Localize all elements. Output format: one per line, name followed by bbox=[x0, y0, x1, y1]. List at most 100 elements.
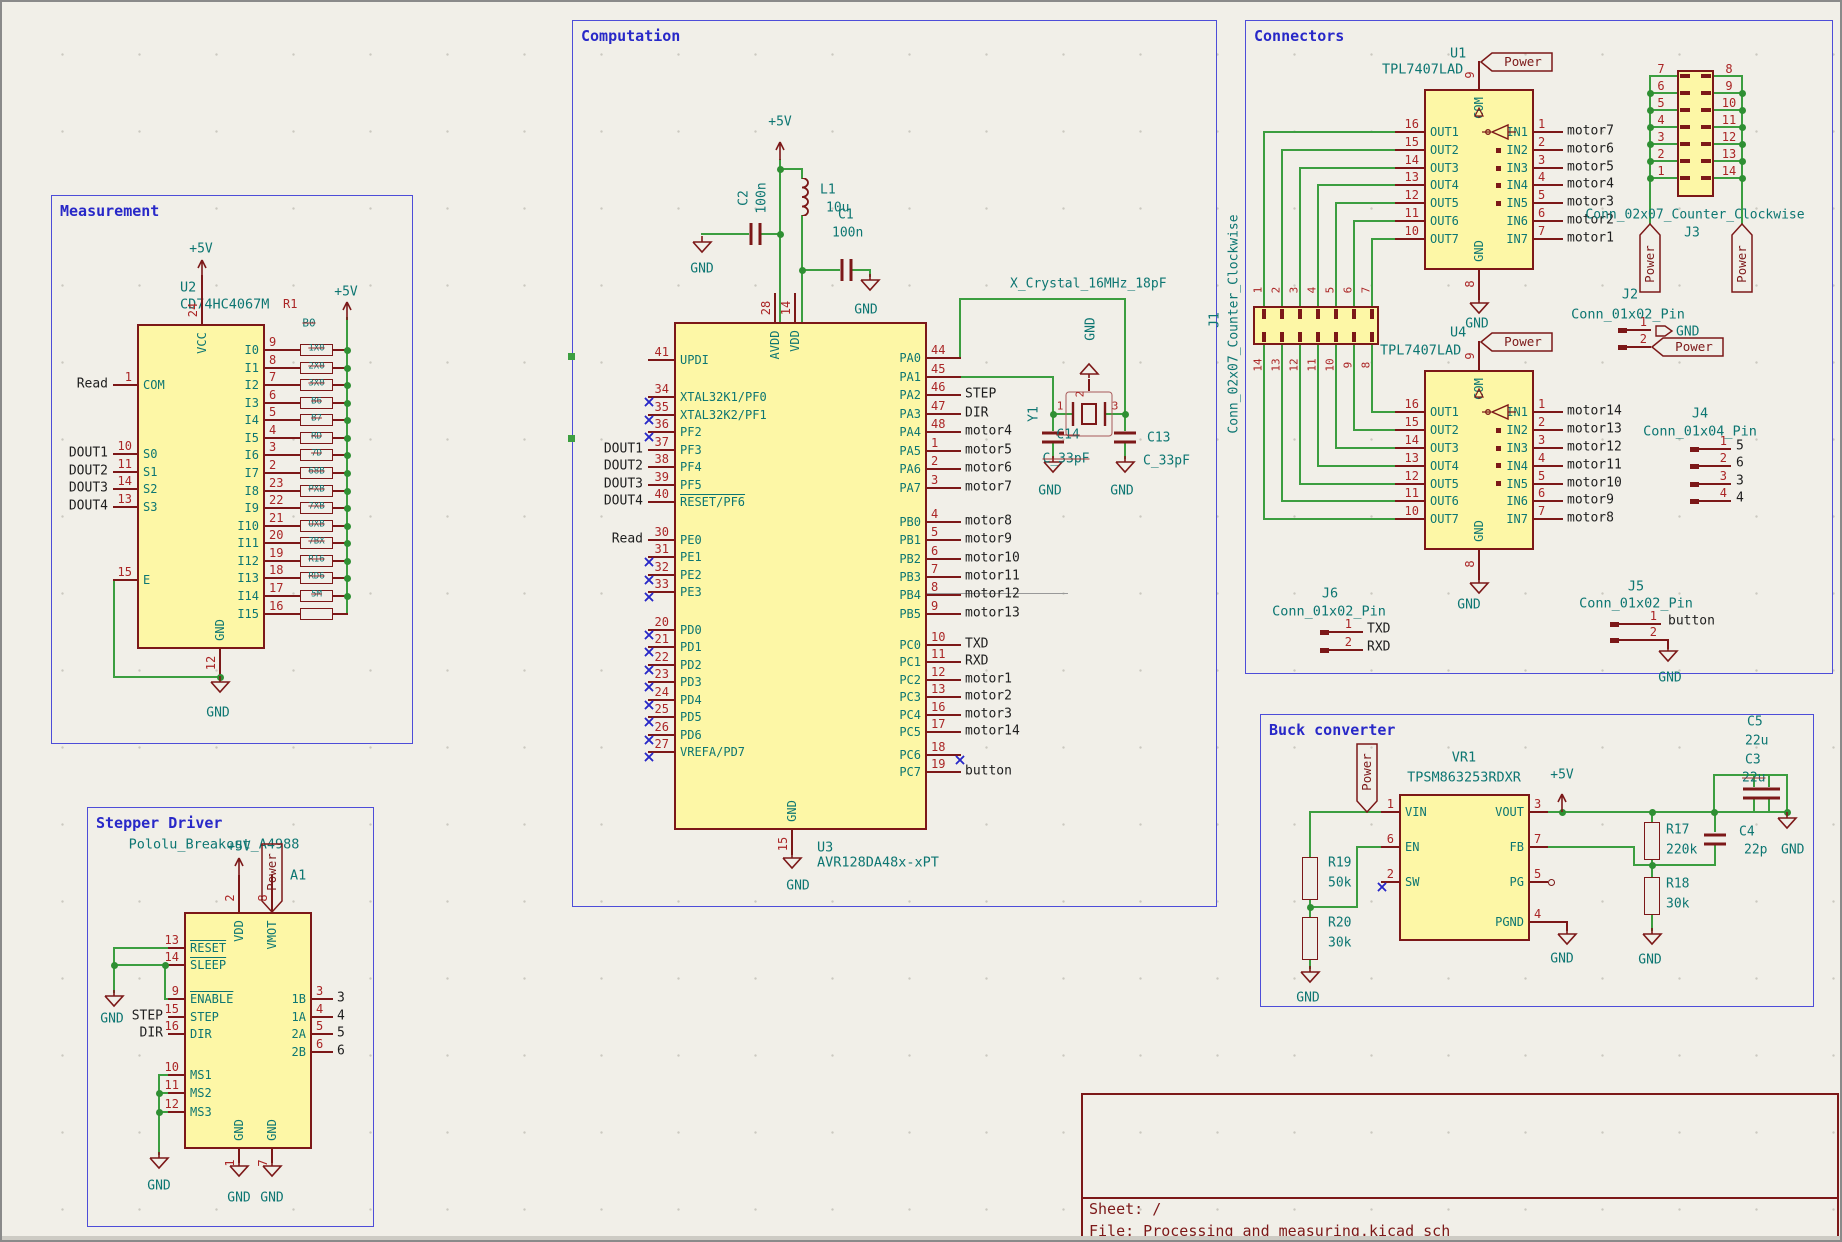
pin-number[interactable]: 1 bbox=[1538, 397, 1546, 411]
wire[interactable] bbox=[1124, 413, 1126, 431]
wire[interactable] bbox=[1633, 864, 1716, 866]
diode-icon[interactable] bbox=[1473, 103, 1485, 122]
pin-number[interactable]: 11 bbox=[1404, 206, 1419, 220]
pin-name[interactable]: VDD bbox=[788, 329, 802, 352]
no-connect-icon[interactable] bbox=[644, 410, 654, 429]
wire[interactable] bbox=[1356, 846, 1383, 848]
pin-number[interactable]: 2 bbox=[1538, 135, 1546, 149]
pin-number[interactable]: 19 bbox=[269, 546, 284, 560]
pin-U4-OUT1[interactable] bbox=[1395, 411, 1425, 413]
pin-U3-AVDD[interactable] bbox=[774, 293, 776, 323]
pin-name[interactable]: I6 bbox=[244, 448, 259, 462]
wire[interactable] bbox=[164, 964, 166, 1000]
wire[interactable] bbox=[1713, 177, 1743, 179]
capacitor-icon[interactable] bbox=[1112, 429, 1138, 448]
net-label-button[interactable]: button bbox=[965, 763, 1012, 779]
pin-name[interactable]: ENABLE bbox=[190, 992, 234, 1006]
wire[interactable] bbox=[1124, 442, 1126, 459]
wire[interactable] bbox=[1335, 202, 1397, 204]
pin-name[interactable]: PA0 bbox=[899, 351, 921, 365]
wire[interactable] bbox=[1263, 518, 1397, 520]
junction-dot[interactable] bbox=[343, 539, 351, 547]
pin-name[interactable]: GND bbox=[785, 800, 799, 823]
resistor-garbled-label[interactable]: RD bbox=[311, 431, 322, 442]
power-flag-label[interactable]: Power bbox=[263, 853, 279, 891]
pin-pad[interactable] bbox=[1262, 309, 1266, 319]
net-label-motor8[interactable]: motor8 bbox=[965, 513, 1012, 529]
resistor-lead[interactable] bbox=[332, 560, 348, 562]
resistor-lead[interactable] bbox=[332, 525, 348, 527]
resistor-R20[interactable] bbox=[1302, 917, 1318, 960]
junction-dot[interactable] bbox=[161, 961, 169, 969]
pin-number[interactable]: 1 bbox=[1538, 117, 1546, 131]
pin-name[interactable]: PA3 bbox=[899, 407, 921, 421]
pin-U2-I7[interactable] bbox=[264, 472, 301, 474]
junction-dot[interactable] bbox=[1049, 410, 1057, 418]
pin-name[interactable]: 2B bbox=[291, 1045, 306, 1059]
wire[interactable] bbox=[1546, 921, 1568, 923]
pin-U3-VDD[interactable] bbox=[794, 293, 796, 323]
wire[interactable] bbox=[761, 233, 781, 235]
net-label-5[interactable]: 5 bbox=[1736, 438, 1744, 454]
wire[interactable] bbox=[852, 269, 871, 271]
wire[interactable] bbox=[1263, 344, 1265, 520]
wire[interactable] bbox=[1104, 413, 1126, 415]
resistor-lead[interactable] bbox=[332, 384, 348, 386]
pin-number[interactable]: 3 bbox=[1538, 433, 1546, 447]
net-label-motor1[interactable]: motor1 bbox=[965, 671, 1012, 687]
open-pin-end[interactable] bbox=[1547, 878, 1555, 886]
res-r17-ref[interactable]: R17 bbox=[1666, 822, 1690, 838]
pin-name[interactable]: XTAL32K1/PF0 bbox=[680, 390, 767, 404]
pin-number[interactable]: 4 bbox=[931, 507, 939, 521]
pin-pad[interactable] bbox=[1316, 332, 1320, 342]
pin-J4-3[interactable] bbox=[1693, 483, 1731, 485]
junction-dot[interactable] bbox=[1648, 808, 1656, 816]
pin-number[interactable]: 18 bbox=[269, 563, 284, 577]
crystal-ref[interactable]: Y1 bbox=[1026, 406, 1042, 422]
wire[interactable] bbox=[701, 233, 749, 235]
res-r17-value[interactable]: 220k bbox=[1666, 842, 1698, 858]
junction-dot[interactable] bbox=[343, 574, 351, 582]
wire[interactable] bbox=[1371, 411, 1397, 413]
pin-U1-IN4[interactable] bbox=[1533, 184, 1563, 186]
resistor-R18[interactable] bbox=[1644, 877, 1660, 915]
net-label-STEP[interactable]: STEP bbox=[131, 1008, 163, 1024]
net-label-motor2[interactable]: motor2 bbox=[965, 688, 1012, 704]
pin-name[interactable]: IN4 bbox=[1506, 178, 1528, 192]
wire[interactable] bbox=[1649, 143, 1678, 145]
pin-name[interactable]: OUT7 bbox=[1430, 512, 1459, 526]
connector-value[interactable]: Conn_01x02_Pin bbox=[1579, 595, 1693, 612]
pin-U4-GND[interactable] bbox=[1478, 549, 1480, 580]
wire[interactable] bbox=[1263, 131, 1265, 307]
junction-dot[interactable] bbox=[1648, 861, 1656, 869]
u2-overlap-ref[interactable]: R1 bbox=[283, 297, 298, 311]
pin-number[interactable]: 11 bbox=[117, 457, 132, 471]
pin-name[interactable]: I15 bbox=[237, 607, 259, 621]
resbank-top-garble[interactable]: B0 bbox=[302, 316, 316, 330]
power-flag[interactable] bbox=[260, 842, 284, 918]
pin-number[interactable]: 1 bbox=[124, 370, 132, 384]
cap-c4-ref[interactable]: C4 bbox=[1739, 824, 1755, 840]
gnd-label[interactable]: GND bbox=[1296, 990, 1320, 1006]
no-connect-icon[interactable] bbox=[644, 392, 654, 411]
pin-name[interactable]: PD5 bbox=[680, 710, 702, 724]
pin-number[interactable]: 2 bbox=[1657, 147, 1665, 161]
pin-number[interactable]: 30 bbox=[654, 525, 669, 539]
resbank-plus5v-label[interactable]: +5V bbox=[334, 284, 358, 300]
power-flag-label[interactable]: Power bbox=[1675, 338, 1713, 354]
pin-name[interactable]: PC2 bbox=[899, 673, 921, 687]
pin-name[interactable]: PB0 bbox=[899, 515, 921, 529]
pin-A1-1A[interactable] bbox=[311, 1016, 333, 1018]
wire[interactable] bbox=[1371, 238, 1373, 307]
plus5v-symbol[interactable] bbox=[773, 140, 787, 166]
pin-number[interactable]: 26 bbox=[654, 720, 669, 734]
pin-U1-IN7[interactable] bbox=[1533, 238, 1563, 240]
section-connectors[interactable] bbox=[1245, 20, 1833, 674]
pin-number[interactable]: 14 bbox=[779, 300, 793, 316]
pin-U2-VCC[interactable] bbox=[201, 295, 203, 325]
crystal-pin2[interactable]: 2 bbox=[1073, 390, 1087, 398]
coil-l1-value[interactable]: 10u bbox=[826, 200, 850, 216]
pin-J5-1[interactable] bbox=[1613, 623, 1661, 625]
pin-pad[interactable] bbox=[1701, 108, 1711, 112]
stepper-plus5v-label[interactable]: +5V bbox=[227, 839, 251, 855]
